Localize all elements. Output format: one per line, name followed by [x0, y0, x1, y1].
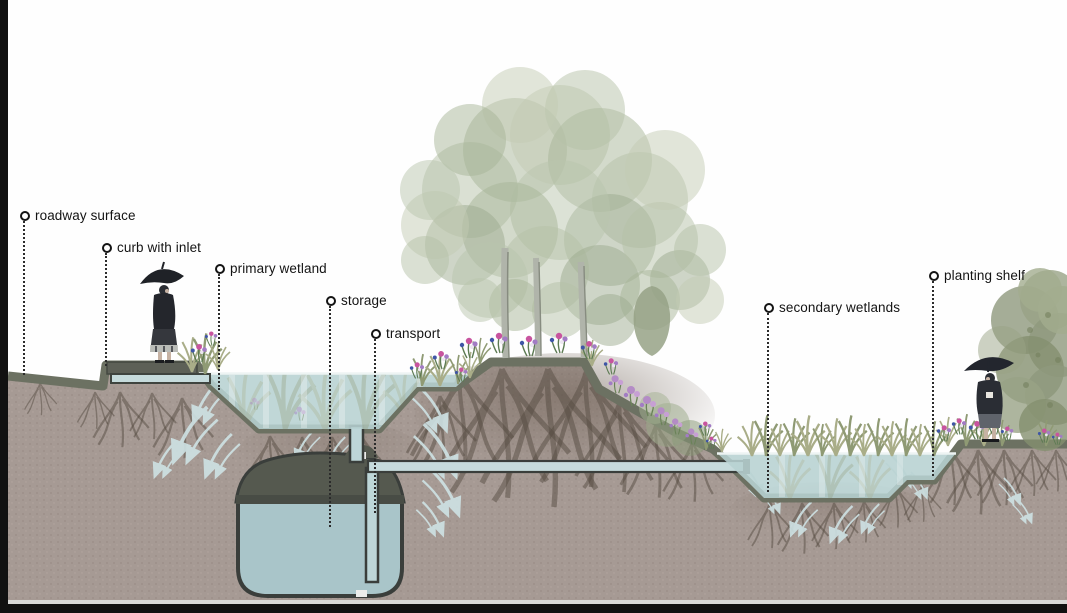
leader-line-transport: [374, 339, 376, 513]
label-text: curb with inlet: [117, 240, 202, 255]
person-right: [964, 357, 1014, 442]
secondary-wetland-water: [717, 452, 956, 498]
label-transport: transport: [371, 326, 440, 341]
label-text: roadway surface: [35, 208, 136, 223]
leader-line-secondary-wetlands: [767, 313, 769, 492]
label-planting-shelf: planting shelf: [929, 268, 1025, 283]
leader-line-curb: [105, 253, 107, 366]
cistern-lid-band: [236, 495, 404, 504]
label-marker-icon: [929, 270, 939, 281]
label-marker-icon: [20, 210, 30, 221]
label-roadway-surface: roadway surface: [20, 208, 136, 223]
left-frame-bar: [0, 0, 8, 613]
leader-line-primary-wetland: [218, 274, 220, 390]
label-text: storage: [341, 293, 387, 308]
cistern-drop-pipe: [364, 466, 380, 584]
storage-cistern: [234, 445, 406, 598]
cistern-drain-fitting: [356, 590, 367, 597]
transport-pipe: [366, 459, 748, 474]
label-curb-with-inlet: curb with inlet: [102, 240, 201, 255]
leader-line-roadway: [23, 221, 25, 375]
wetland-outlet-riser: [348, 424, 365, 464]
person-left: [140, 261, 184, 363]
label-text: secondary wetlands: [779, 300, 901, 315]
cistern-body: [236, 500, 404, 598]
tree-trunks: [501, 247, 588, 359]
umbrella-icon: [140, 269, 184, 284]
label-marker-icon: [371, 328, 381, 339]
label-text: primary wetland: [230, 261, 327, 276]
bottom-frame-bar: [0, 604, 1067, 613]
label-text: planting shelf: [944, 268, 1025, 283]
label-marker-icon: [764, 302, 774, 313]
label-marker-icon: [215, 263, 225, 274]
conifer-shrub: [633, 286, 671, 356]
leader-line-planting-shelf: [932, 281, 934, 476]
curb-walk-slab: [106, 361, 198, 375]
label-storage: storage: [326, 293, 387, 308]
tree-canopy: [400, 67, 726, 359]
label-text: transport: [386, 326, 441, 341]
curb-inlet-pipe: [110, 373, 211, 384]
label-marker-icon: [326, 295, 336, 306]
label-secondary-wetlands: secondary wetlands: [764, 300, 900, 315]
label-marker-icon: [102, 242, 112, 253]
leader-line-storage: [329, 306, 331, 527]
label-primary-wetland: primary wetland: [215, 261, 327, 276]
bottom-light-strip: [8, 600, 1067, 604]
